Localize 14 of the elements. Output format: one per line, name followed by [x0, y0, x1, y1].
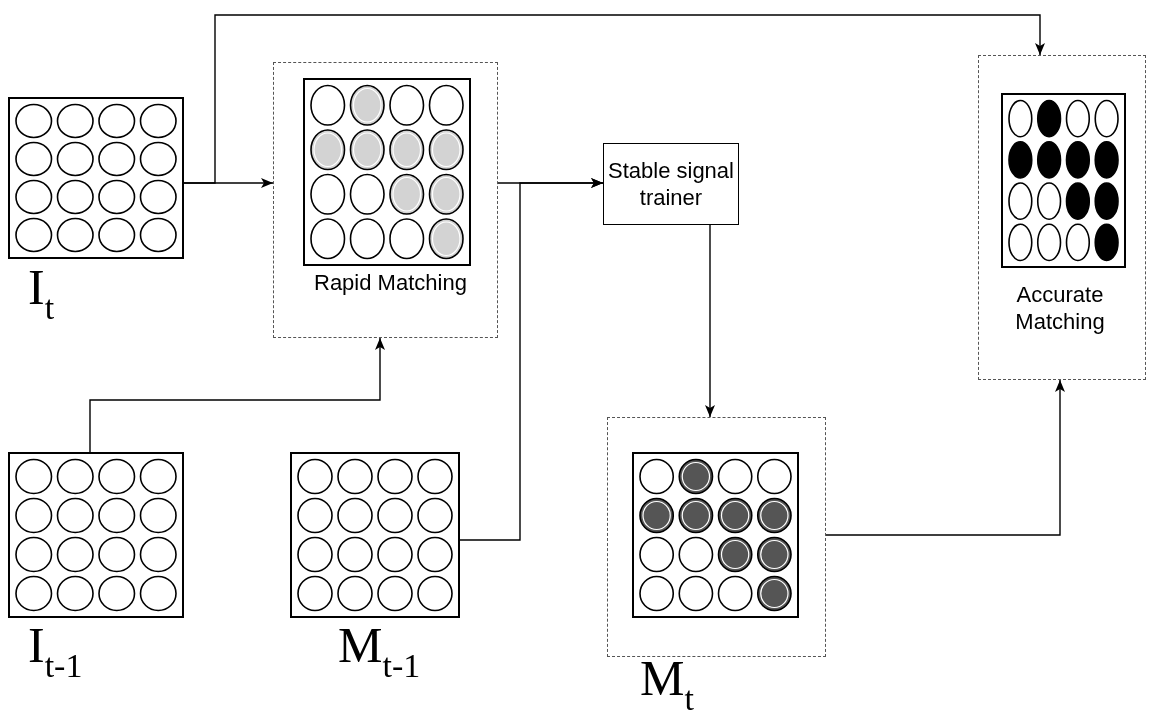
arrow — [183, 14, 1045, 184]
arrow — [89, 337, 385, 453]
arrow — [705, 224, 715, 418]
arrow — [459, 178, 604, 541]
group-title: Rapid Matching — [314, 269, 468, 296]
grid-label: I$_{t-1}$ — [28, 620, 83, 684]
group-title: Accurate Matching — [1014, 281, 1106, 335]
grid-label: M$_{t-1}$ — [338, 620, 421, 684]
dashed-group-box — [978, 55, 1146, 380]
grid-label: M$_{t}$ — [640, 653, 694, 713]
arrow — [825, 379, 1065, 536]
dashed-group-box — [273, 62, 498, 338]
grid-label: I$_{t}$ — [28, 262, 55, 326]
process-box: Stable signal trainer — [603, 143, 739, 225]
